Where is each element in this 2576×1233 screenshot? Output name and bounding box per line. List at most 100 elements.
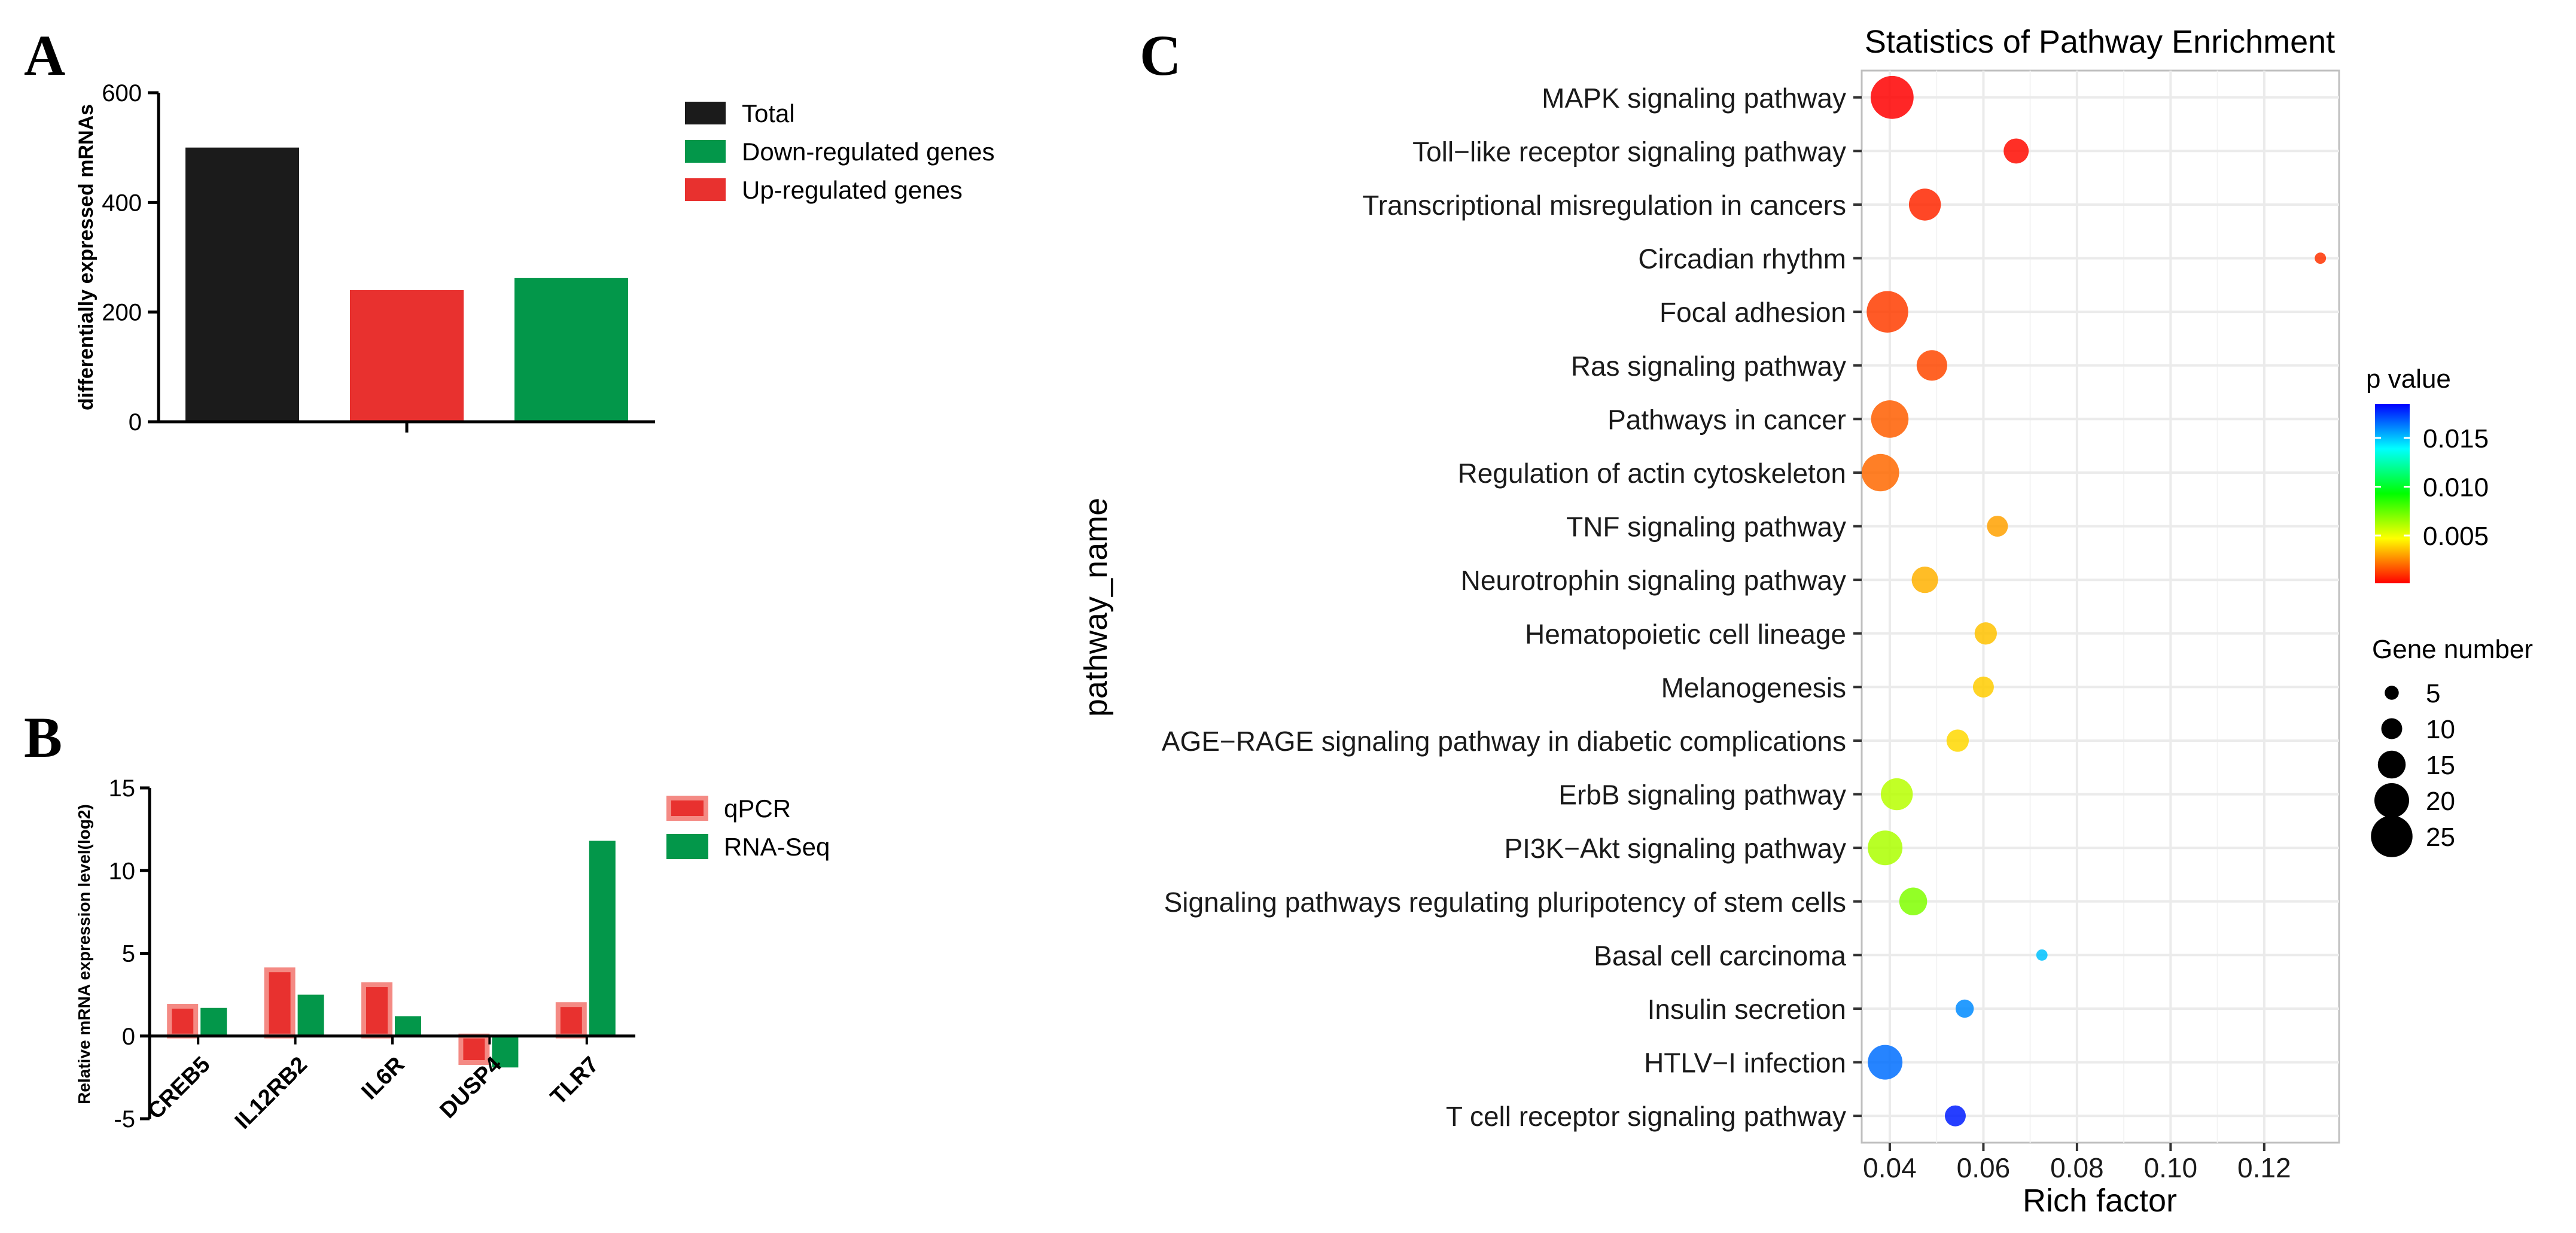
chart-c-y-tick-label: Circadian rhythm	[1638, 243, 1846, 275]
chart-c-x-tick-label: 0.10	[2144, 1152, 2198, 1183]
chart-c-xlabel: Rich factor	[2023, 1183, 2177, 1219]
legend-swatch-a	[685, 178, 726, 201]
chart-c-y-tick-label: TNF signaling pathway	[1566, 512, 1846, 543]
legend-label-a: Total	[742, 99, 795, 127]
legend-swatch-b	[666, 796, 708, 821]
legend-swatch-b	[666, 834, 708, 859]
bar-b-qpcr-1	[264, 967, 296, 1039]
chart-b-y-tick-label: 5	[122, 941, 135, 967]
chart-b-x-tick-label: TLR7	[546, 1052, 604, 1110]
chart-c-y-tick-label: Hematopoietic cell lineage	[1525, 619, 1846, 650]
chart-c-y-tick-label: Insulin secretion	[1648, 994, 1846, 1025]
legend-label-a: Up-regulated genes	[742, 176, 963, 204]
size-legend-label: 5	[2426, 679, 2440, 708]
point-c	[1899, 887, 1928, 916]
chart-b-y-tick-label: 0	[122, 1024, 135, 1050]
size-legend-dot	[2374, 783, 2409, 818]
color-legend-title: p value	[2366, 364, 2451, 394]
chart-c-points	[1861, 75, 2327, 1127]
point-c	[1916, 350, 1947, 381]
size-legend-label: 25	[2426, 823, 2455, 852]
panel-c-letter: C	[1140, 23, 1181, 87]
chart-c-y-tick-label: PI3K−Akt signaling pathway	[1504, 833, 1846, 864]
chart-b-x-tick-label: IL6R	[357, 1052, 409, 1104]
point-c	[1908, 188, 1941, 221]
size-legend-label: 15	[2426, 751, 2455, 780]
chart-c-y-tick-label: Regulation of actin cytoskeleton	[1457, 458, 1846, 489]
bar-b-rnaseq-3	[492, 1036, 519, 1068]
size-legend-dot	[2371, 815, 2413, 857]
chart-c-y-tick-label: Focal adhesion	[1660, 297, 1846, 328]
legend-label-b: RNA-Seq	[724, 833, 830, 861]
bar-b-rnaseq-2	[395, 1016, 421, 1036]
point-c	[1946, 729, 1969, 752]
chart-c-y-tick-label: AGE−RAGE signaling pathway in diabetic c…	[1162, 726, 1846, 757]
chart-c-y-tick-label: HTLV−I infection	[1644, 1048, 1846, 1079]
size-legend-label: 10	[2426, 715, 2455, 744]
bar-b-qpcr-4	[555, 1002, 587, 1039]
legend-label-a: Down-regulated genes	[742, 138, 995, 166]
chart-a-y-tick-label: 400	[102, 190, 142, 216]
point-c	[1972, 676, 1994, 698]
chart-c: Statistics of Pathway Enrichment MAPK si…	[1078, 24, 2533, 1219]
size-legend-label: 20	[2426, 787, 2455, 816]
point-c	[1944, 1105, 1966, 1127]
chart-c-x-tick-label: 0.04	[1863, 1152, 1917, 1183]
legend-swatch-a	[685, 102, 726, 124]
point-c	[1880, 778, 1913, 811]
bar-a-2	[514, 278, 628, 422]
point-c	[2036, 949, 2048, 961]
legend-label-b: qPCR	[724, 794, 791, 823]
chart-c-y-tick-label: T cell receptor signaling pathway	[1446, 1101, 1846, 1132]
bar-b-rnaseq-1	[297, 994, 324, 1036]
point-c	[1870, 75, 1914, 119]
point-c	[1955, 999, 1974, 1018]
point-c	[2003, 138, 2029, 164]
color-legend-tick-label: 0.010	[2423, 473, 2489, 503]
point-c	[1868, 1045, 1903, 1080]
chart-a-bars	[185, 147, 628, 422]
bar-a-0	[185, 147, 299, 422]
chart-a-ylabel: differentially expressed mRNAs	[75, 104, 98, 410]
color-legend-bar	[2375, 404, 2410, 583]
size-legend-dot	[2377, 750, 2406, 779]
bar-b-rnaseq-4	[589, 841, 616, 1036]
panel-b-letter: B	[24, 705, 62, 769]
chart-a-y-tick-label: 600	[102, 80, 142, 106]
bar-b-rnaseq-0	[200, 1007, 227, 1036]
chart-c-title: Statistics of Pathway Enrichment	[1865, 24, 2335, 60]
point-c	[1866, 291, 1908, 333]
color-legend-tick-label: 0.015	[2423, 424, 2489, 453]
size-legend-dot	[2385, 686, 2399, 700]
chart-a-y-tick-label: 200	[102, 300, 142, 326]
point-c	[1911, 567, 1938, 593]
chart-b-ylabel: Relative mRNA expression level(log2)	[75, 804, 93, 1104]
chart-c-y-tick-label: Neurotrophin signaling pathway	[1461, 565, 1846, 596]
chart-b-bars	[167, 841, 616, 1068]
chart-b-y-tick-label: 15	[109, 775, 136, 802]
bar-a-1	[350, 290, 464, 422]
point-c	[1974, 622, 1997, 645]
point-c	[1987, 516, 2008, 537]
chart-b-x-tick-label: IL12RB2	[230, 1052, 312, 1134]
chart-b-legend: qPCR RNA-Seq	[666, 794, 830, 861]
chart-c-y-tick-label: Basal cell carcinoma	[1594, 940, 1846, 971]
chart-c-y-tick-label: Signaling pathways regulating pluripoten…	[1164, 887, 1846, 918]
point-c	[1868, 830, 1903, 866]
point-c	[1861, 453, 1899, 492]
chart-c-y-tick-label: MAPK signaling pathway	[1542, 83, 1846, 114]
size-legend-title: Gene number	[2372, 635, 2533, 664]
chart-c-y-tick-label: Toll−like receptor signaling pathway	[1412, 136, 1846, 167]
chart-c-y-tick-label: Ras signaling pathway	[1571, 351, 1846, 382]
chart-b-x-tick-label: CREB5	[143, 1052, 215, 1124]
chart-c-y-tick-label: Melanogenesis	[1661, 672, 1846, 703]
color-legend-tick-label: 0.005	[2423, 522, 2489, 551]
chart-c-ylabel: pathway_name	[1078, 498, 1114, 717]
chart-c-grid	[1862, 71, 2339, 1143]
